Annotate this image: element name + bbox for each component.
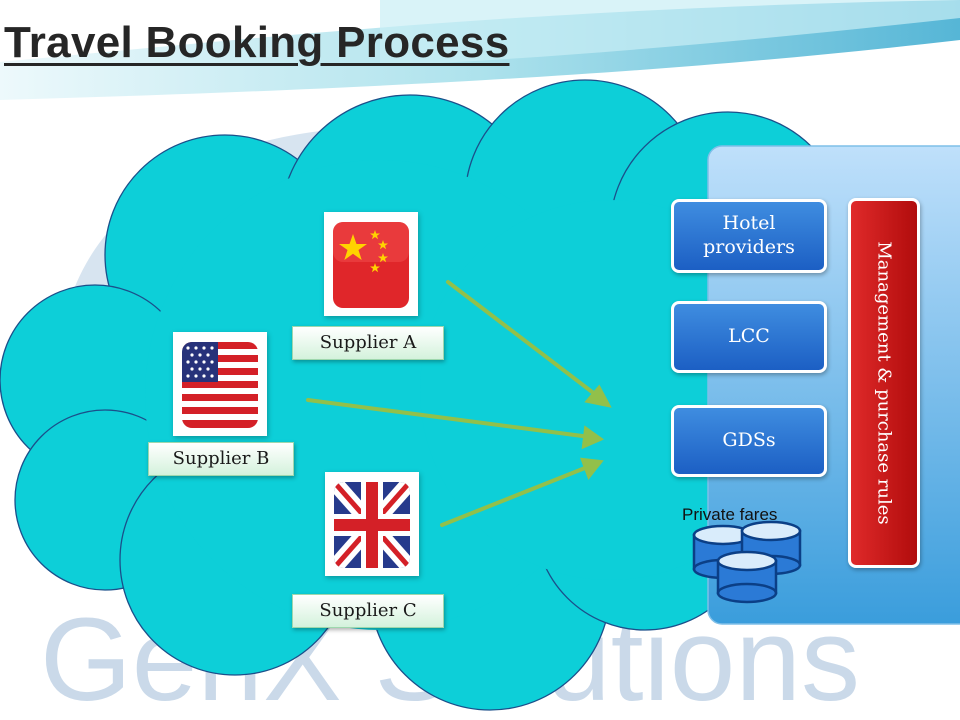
usa-flag-icon (182, 342, 258, 428)
arrow-supplier-a (446, 280, 602, 400)
lcc-box: LCC (671, 301, 827, 373)
database-icon (692, 520, 802, 604)
china-flag-icon (333, 222, 409, 308)
flow-arrows (306, 280, 612, 527)
slide-title: Travel Booking Process (4, 18, 510, 67)
arrow-supplier-b (306, 398, 592, 439)
top-swoosh-light (380, 0, 960, 66)
flag-card-supplier-c (325, 472, 419, 576)
management-rules-box: Management & purchase rules (848, 198, 920, 568)
supplier-c-label: Supplier C (292, 594, 444, 628)
management-rules-label: Management & purchase rules (873, 241, 895, 525)
supplier-b-label: Supplier B (148, 442, 294, 476)
gdss-box: GDSs (671, 405, 827, 477)
supplier-a-label: Supplier A (292, 326, 444, 360)
flag-card-supplier-b (173, 332, 267, 436)
uk-flag-icon (334, 482, 410, 568)
arrow-supplier-c (440, 464, 592, 527)
hotel-providers-box: Hotel providers (671, 199, 827, 273)
flag-card-supplier-a (324, 212, 418, 316)
private-fares-label: Private fares (682, 505, 778, 524)
